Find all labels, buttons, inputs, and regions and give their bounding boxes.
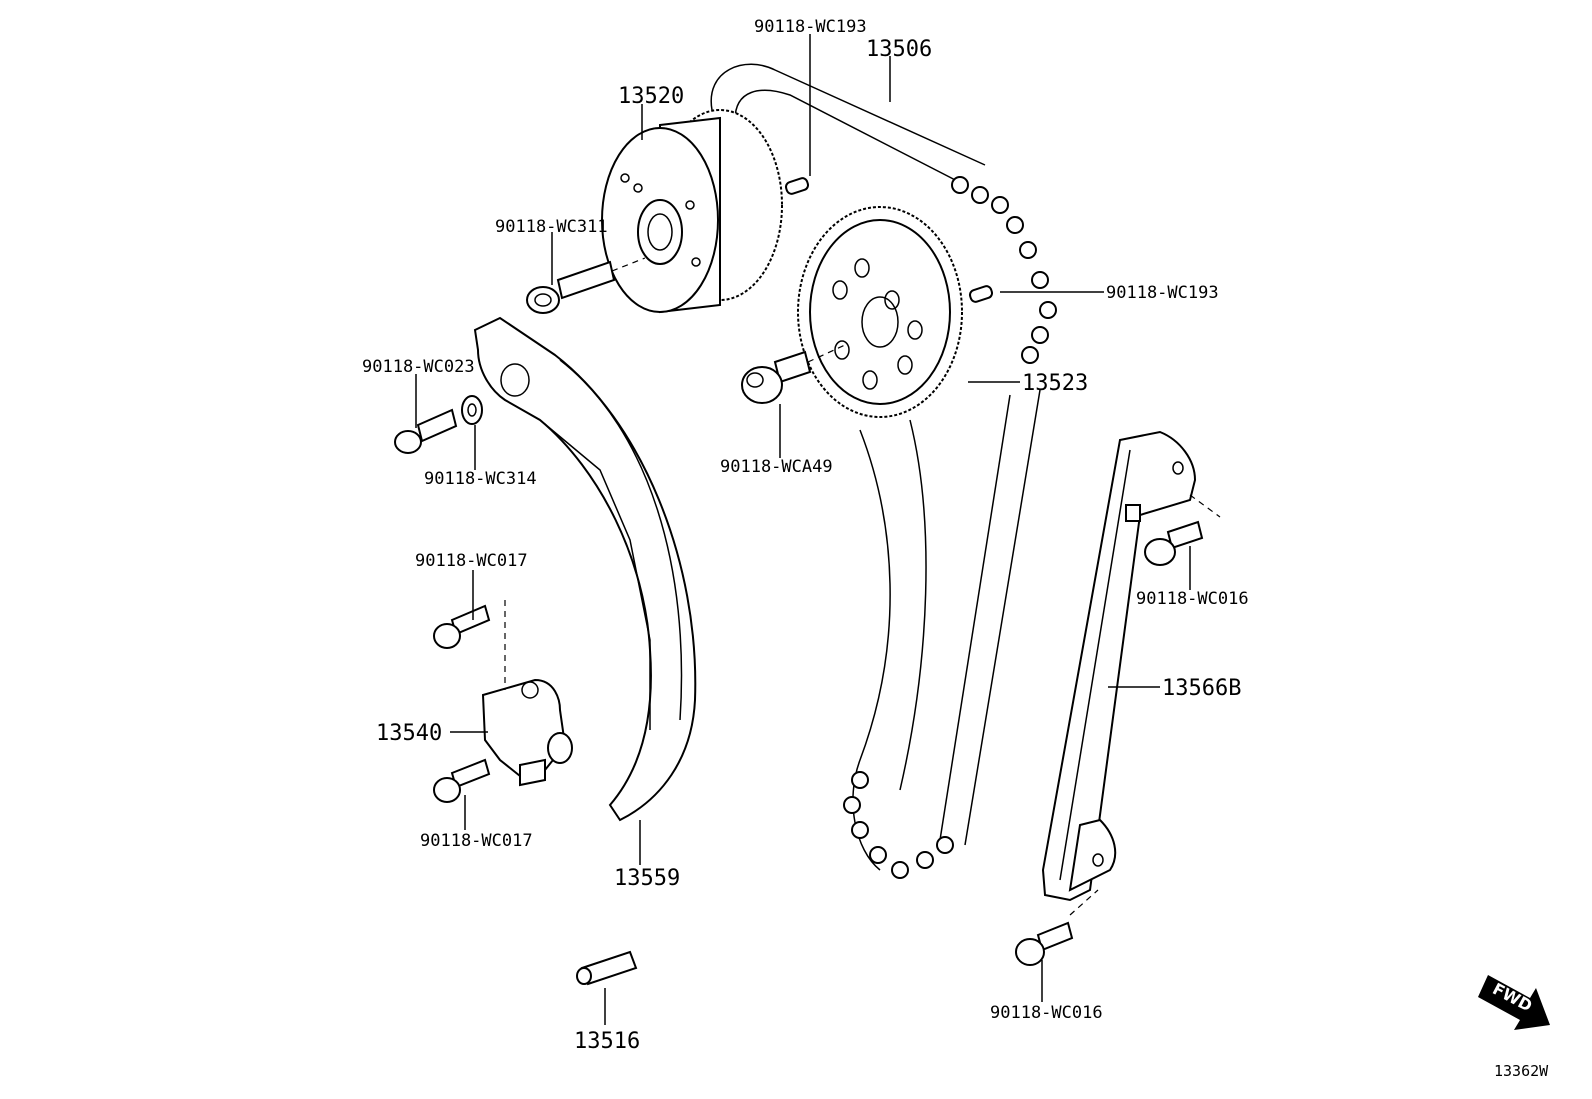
chain-tensioner-slipper-13559 xyxy=(473,316,697,822)
label-13566b: 13566B xyxy=(1162,676,1241,701)
label-90118-wc017-bottom: 90118-WC017 xyxy=(420,831,533,851)
chain-tensioner-13540 xyxy=(481,678,573,787)
label-90118-wc016-right: 90118-WC016 xyxy=(1136,589,1249,609)
label-90118-wc017-top: 90118-WC017 xyxy=(415,551,528,571)
knock-pin-top xyxy=(784,177,810,195)
label-90118-wca49: 90118-WCA49 xyxy=(720,457,833,477)
washer-wc314 xyxy=(461,395,483,425)
label-90118-wc311: 90118-WC311 xyxy=(495,217,608,237)
leader-lines xyxy=(415,34,1191,1025)
label-13523: 13523 xyxy=(1022,371,1088,396)
label-90118-wc193-right: 90118-WC193 xyxy=(1106,283,1219,303)
label-13520: 13520 xyxy=(618,84,684,109)
label-90118-wc193-top: 90118-WC193 xyxy=(754,17,867,37)
label-13540: 13540 xyxy=(376,721,442,746)
label-13516: 13516 xyxy=(574,1029,640,1054)
diagram-reference-code: 13362W xyxy=(1494,1062,1549,1080)
bolt-wc016-right xyxy=(1144,520,1204,566)
label-90118-wc023: 90118-WC023 xyxy=(362,357,475,377)
pin-13516 xyxy=(576,950,638,986)
knock-pin-right xyxy=(968,285,994,303)
timing-chain xyxy=(710,63,1057,879)
bolt-wc311 xyxy=(526,260,616,314)
bolt-wc017-bottom xyxy=(433,758,491,803)
bolt-wca49 xyxy=(741,350,812,404)
bolt-wc016-bottom xyxy=(1015,921,1074,966)
label-90118-wc016-bottom: 90118-WC016 xyxy=(990,1003,1103,1023)
label-13506: 13506 xyxy=(866,37,932,62)
camshaft-sprocket-13523 xyxy=(797,206,963,418)
label-90118-wc314: 90118-WC314 xyxy=(424,469,537,489)
bolt-wc017-top xyxy=(433,604,491,649)
bolt-wc023 xyxy=(394,408,458,454)
camshaft-timing-gear-13520 xyxy=(601,109,783,314)
chain-guide-13566b xyxy=(1041,430,1197,902)
forward-arrow-icon: FWD xyxy=(1478,975,1550,1030)
label-13559: 13559 xyxy=(614,866,680,891)
